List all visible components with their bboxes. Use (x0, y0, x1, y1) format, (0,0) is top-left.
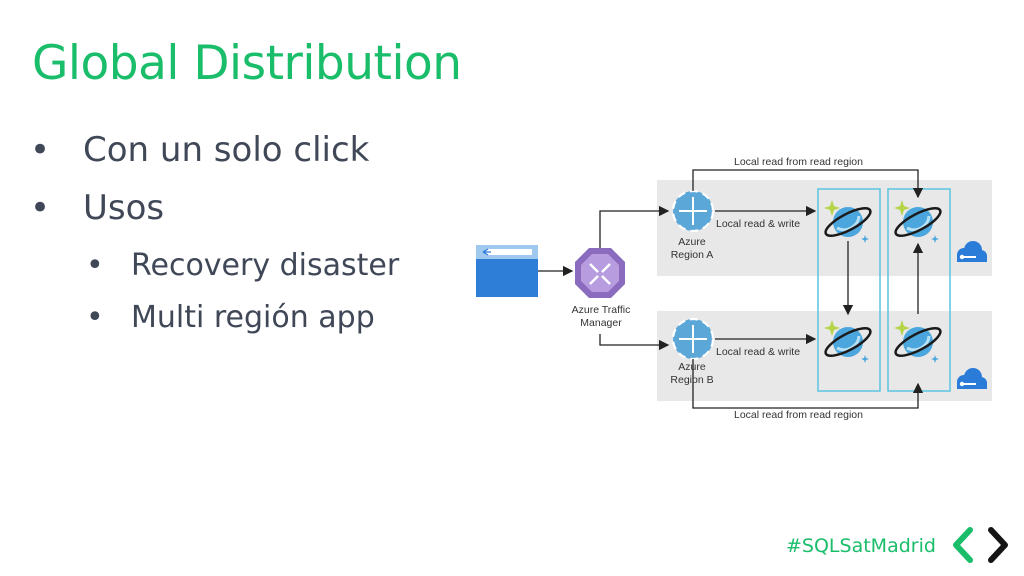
region-b-label: Azure Region B (670, 361, 714, 386)
arrow-tm-to-region-a (599, 205, 670, 248)
arrow-top-read-region (692, 169, 924, 199)
cosmos-db-icon (894, 320, 942, 363)
region-globe-icon (671, 189, 715, 233)
region-b-local-label: Local read & write (716, 346, 801, 358)
traffic-manager-icon (575, 248, 625, 298)
cloud-icon (957, 368, 987, 389)
arrow-bottom-read-region (692, 359, 924, 409)
region-a-label: Azure Region A (670, 236, 714, 261)
slide-title: Global Distribution (32, 36, 462, 91)
bullet-text: Con un solo click (83, 130, 370, 170)
arrow-tm-to-region-b (599, 334, 670, 351)
bottom-replication-label: Local read from read region (734, 409, 863, 421)
traffic-manager-label: Azure Traffic Manager (571, 304, 631, 329)
cosmos-db-icon (894, 200, 942, 243)
cosmos-db-icon (824, 320, 872, 363)
cloud-icon (957, 241, 987, 262)
sqlsat-logo-icon (953, 527, 1008, 563)
region-b-band (657, 311, 992, 401)
region-a-local-label: Local read & write (716, 218, 801, 230)
bullet-text: Usos (83, 188, 165, 228)
bullet-marker: • (30, 130, 51, 170)
sub-bullet-text: Multi región app (131, 300, 375, 335)
region-globe-icon (671, 317, 715, 361)
top-replication-label: Local read from read region (734, 156, 863, 168)
region-a-band (657, 180, 992, 276)
hashtag-label: #SQLSatMadrid (786, 535, 936, 557)
cosmos-column-write (817, 188, 881, 392)
sub-bullet-text: Recovery disaster (131, 248, 400, 283)
cosmos-db-icon (824, 200, 872, 243)
bullet-marker: • (30, 188, 51, 228)
browser-window-icon (476, 245, 538, 297)
sub-bullet-marker: • (86, 300, 104, 335)
sub-bullet-marker: • (86, 248, 104, 283)
